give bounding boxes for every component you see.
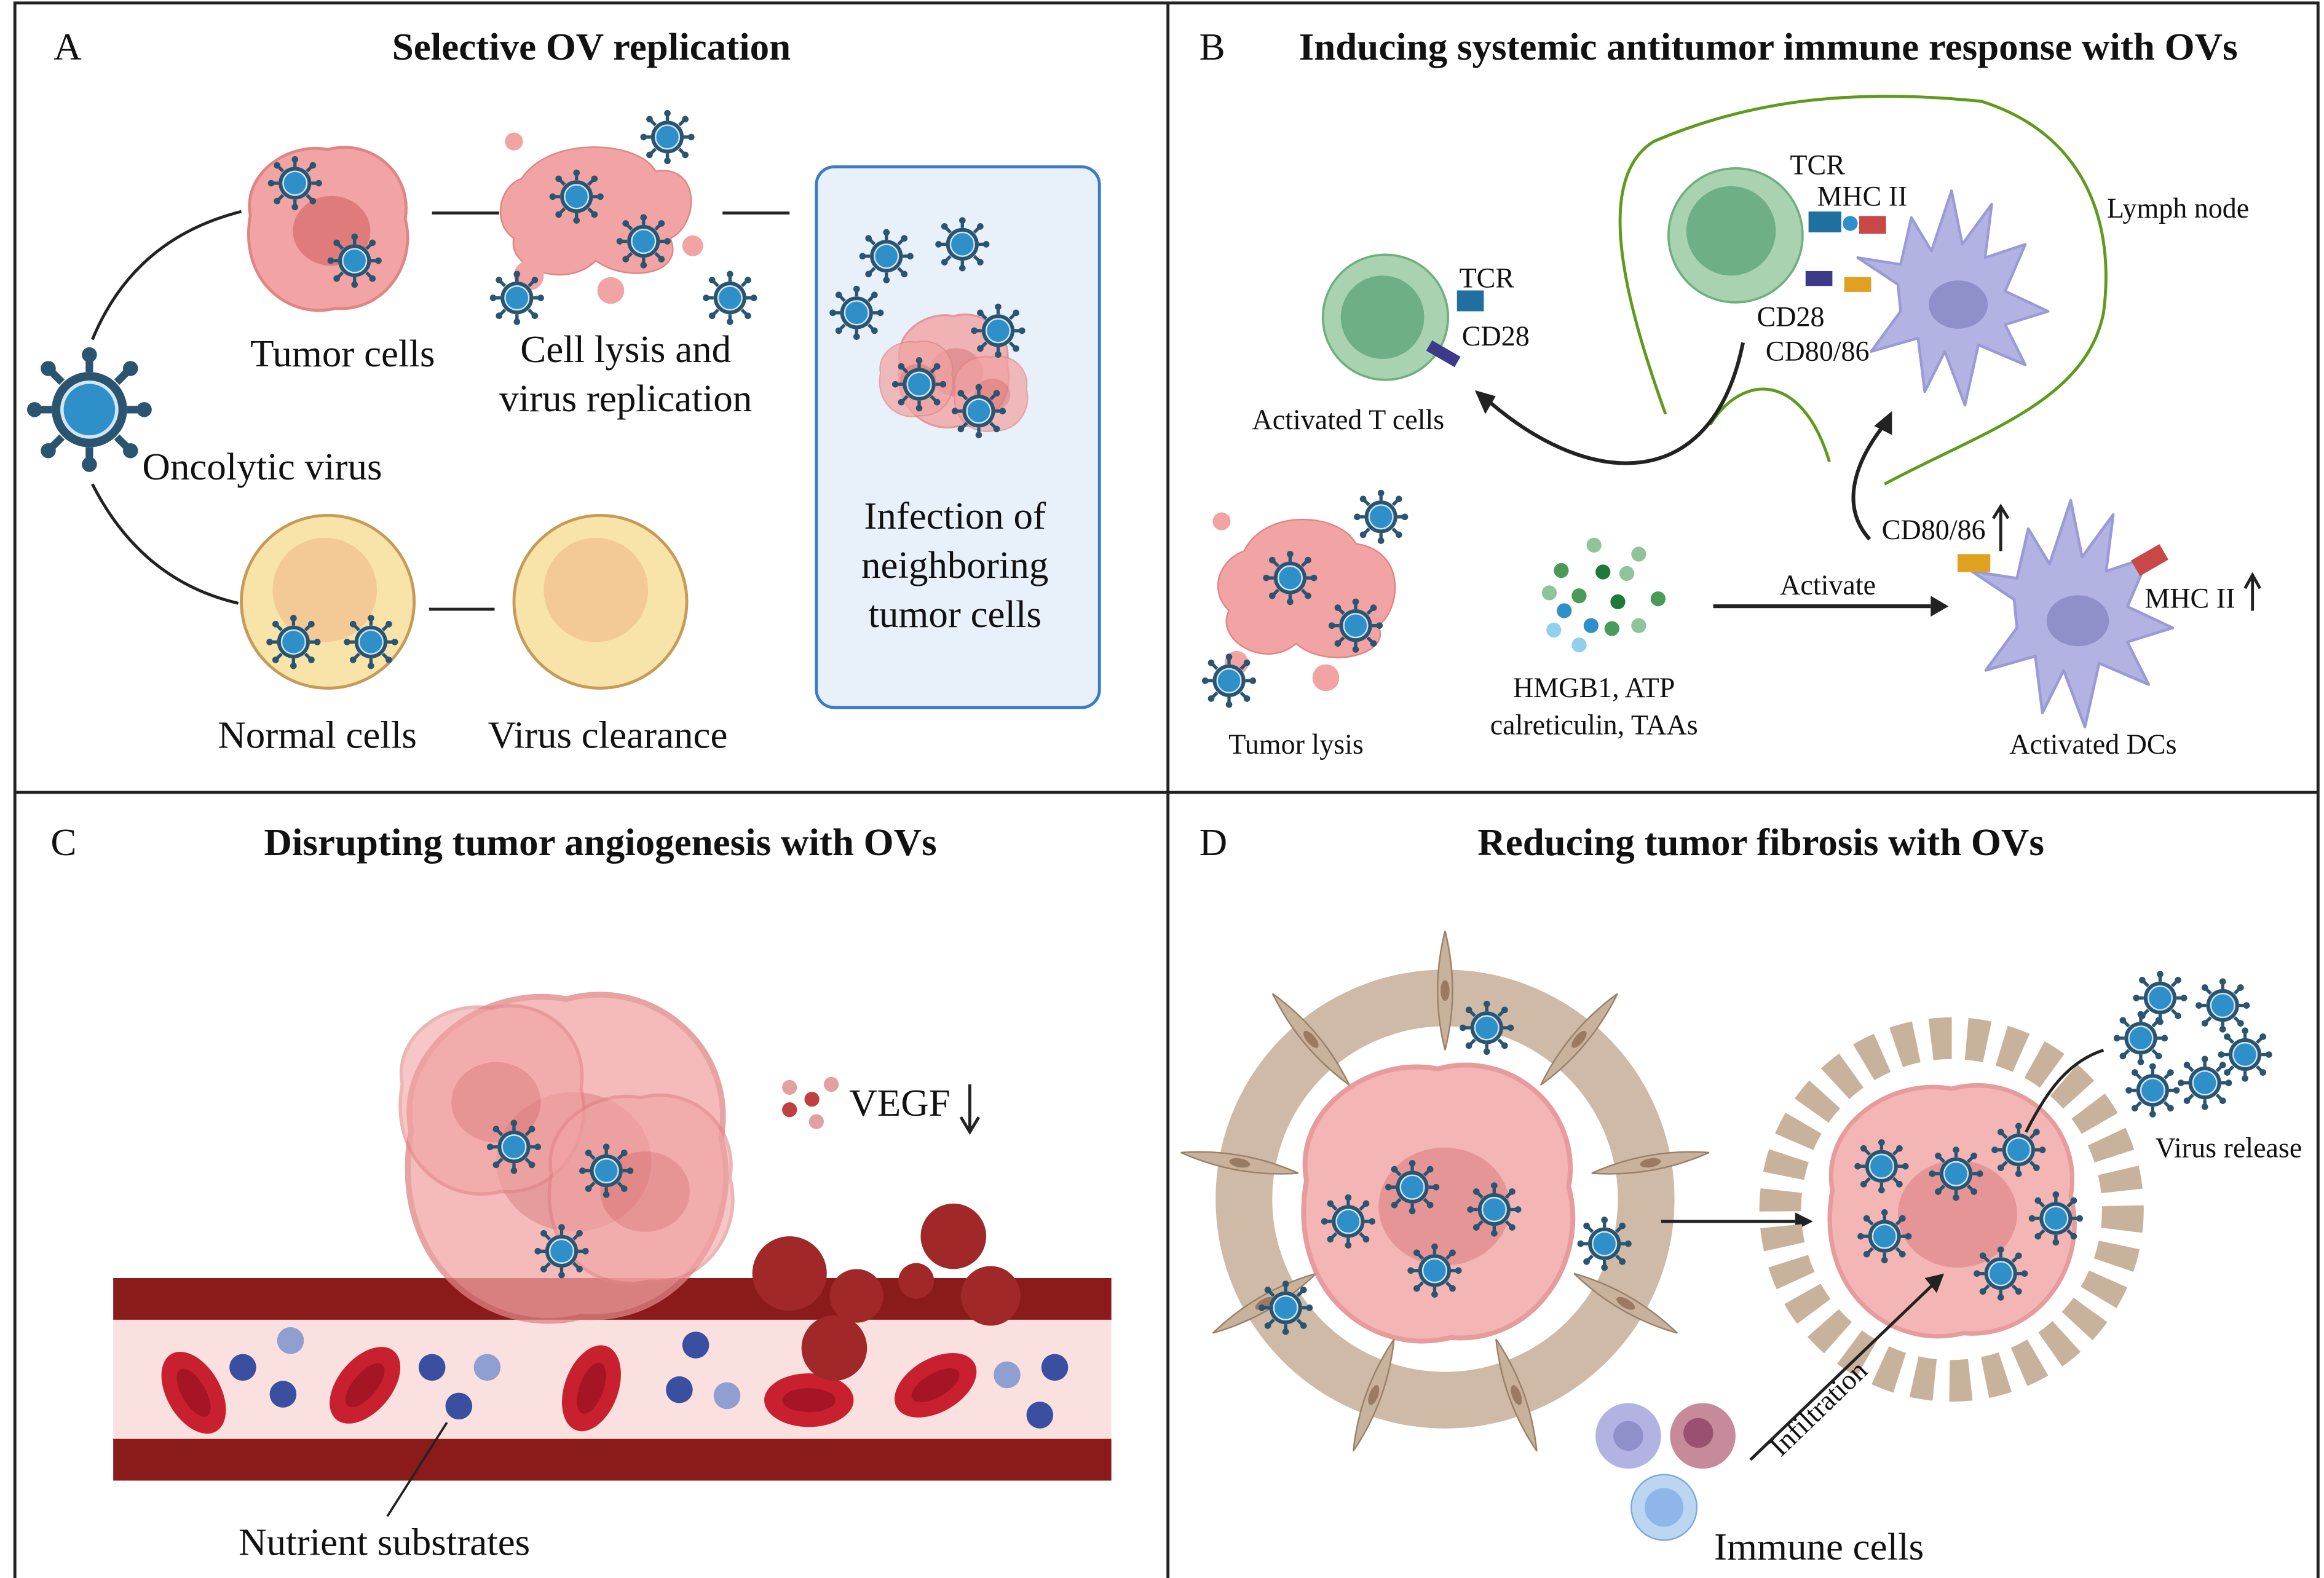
panel-a: A Selective OV replication Oncolytic vir…: [27, 25, 1101, 756]
damps-icon: [1541, 537, 1666, 653]
virus-release-label: Virus release: [2156, 1132, 2302, 1164]
infection-label-1: Infection of: [864, 494, 1046, 537]
panel-d-letter: D: [1200, 821, 1228, 864]
released-virus-icons: [2114, 971, 2272, 1117]
t-cell-icon: [1321, 253, 1484, 381]
virus-release-arrow: [2025, 1048, 2105, 1133]
infiltration-arrow: [1749, 1280, 1938, 1461]
cd28-top-label: CD28: [1757, 301, 1825, 333]
cd28-left-label: CD28: [1462, 320, 1530, 352]
damps-label-2: calreticulin, TAAs: [1490, 709, 1698, 741]
vegf-label: VEGF: [849, 1081, 950, 1124]
tumor-cells-label: Tumor cells: [250, 332, 435, 375]
activate-label: Activate: [1780, 569, 1876, 601]
damaged-vessel-icon: [752, 1203, 1021, 1381]
cleared-cell-icon: [512, 513, 689, 690]
infection-box: [815, 165, 1101, 709]
t-cell-dc-synapse-icon: [1667, 167, 2048, 405]
lymph-node-label: Lymph node: [2107, 192, 2249, 224]
arrow-to-normal: [91, 483, 239, 605]
tcr-left-label: TCR: [1459, 262, 1514, 294]
nutrient-pointer: [386, 1422, 448, 1517]
damps-label-1: HMGB1, ATP: [1513, 672, 1675, 703]
mhc-up-label: MHC II: [2144, 583, 2235, 614]
down-arrow-icon: [959, 1084, 981, 1135]
cell-lysis-icon: [490, 110, 757, 325]
panel-a-title: Selective OV replication: [392, 25, 791, 68]
panel-d: D Reducing tumor fibrosis with OVs: [1179, 821, 2302, 1568]
panel-c-letter: C: [50, 821, 76, 864]
fibrotic-tumor-icon: [1179, 930, 1712, 1454]
immune-cells-label: Immune cells: [1714, 1525, 1924, 1568]
oncolytic-virus-icon: [27, 347, 152, 472]
cell-lysis-label-2: virus replication: [499, 377, 752, 420]
tumor-mass-icon: [400, 995, 733, 1321]
normal-cells-label: Normal cells: [218, 713, 417, 756]
tumor-lysis-icon: [1202, 490, 1408, 708]
arrow-to-tumor: [90, 210, 242, 341]
up-arrow-icon: [2243, 572, 2261, 611]
infection-label-3: tumor cells: [868, 593, 1041, 636]
lymph-node-outline: [1618, 95, 2108, 486]
cd80-up-label: CD80/86: [1882, 514, 1986, 545]
immune-cells-icon: [1595, 1403, 1736, 1541]
panel-c: C Disrupting tumor angiogenesis with OVs…: [50, 821, 1112, 1564]
tcr-top-label: TCR: [1790, 149, 1845, 180]
vegf-dots-icon: [782, 1076, 839, 1129]
activated-t-cells-label: Activated T cells: [1252, 404, 1445, 435]
up-arrow-icon: [1992, 503, 2010, 551]
panel-d-title: Reducing tumor fibrosis with OVs: [1477, 821, 2044, 864]
infiltration-label: Infiltration: [1763, 1354, 1873, 1462]
cell-lysis-label-1: Cell lysis and: [520, 328, 731, 371]
arrow-to-t-cells: [1488, 342, 1745, 465]
tumor-lysis-label: Tumor lysis: [1228, 728, 1364, 760]
panel-b-title: Inducing systemic antitumor immune respo…: [1299, 25, 2238, 68]
tumor-cell-icon: [248, 148, 408, 310]
panel-a-letter: A: [53, 25, 82, 68]
infection-label-2: neighboring: [861, 543, 1048, 586]
oncolytic-virus-label: Oncolytic virus: [142, 445, 382, 488]
panel-b-letter: B: [1200, 25, 1225, 68]
activated-dcs-label: Activated DCs: [2009, 728, 2176, 760]
arrow-to-lymph-node: [1851, 423, 1886, 541]
panel-b: B Inducing systemic antitumor immune res…: [1200, 25, 2261, 760]
normal-cell-icon: [240, 513, 416, 690]
virus-clearance-label: Virus clearance: [488, 713, 728, 756]
nutrient-label: Nutrient substrates: [239, 1521, 530, 1564]
mhc-top-label: MHC II: [1817, 180, 1907, 211]
cd80-top-label: CD80/86: [1766, 335, 1870, 366]
panel-c-title: Disrupting tumor angiogenesis with OVs: [264, 821, 936, 864]
degraded-fibrosis-tumor-icon: [1759, 1017, 2144, 1402]
